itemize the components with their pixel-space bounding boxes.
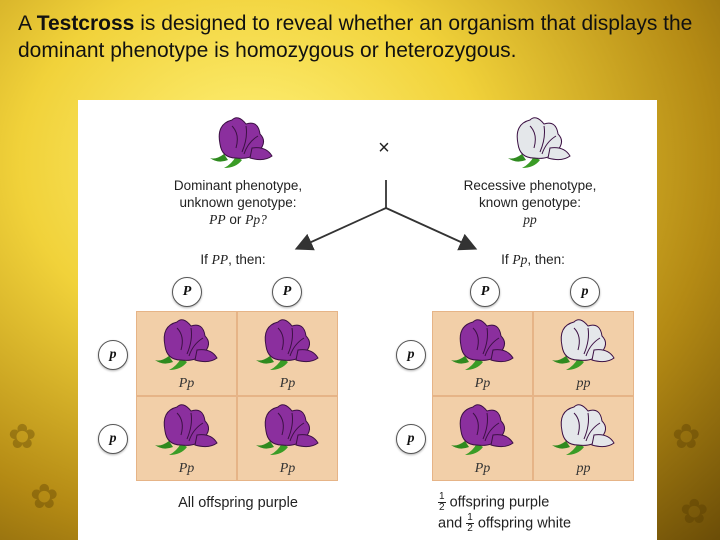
background-flower-icon: ✿	[672, 418, 701, 456]
punnett-cell: pp	[533, 311, 634, 396]
heading-keyword: Testcross	[36, 12, 135, 35]
dominant-parent-label: Dominant phenotype, unknown genotype: PP…	[173, 178, 303, 227]
background-flower-icon: ✿	[680, 493, 709, 531]
punnett-cell: Pp	[136, 311, 237, 396]
purple-flower-icon	[450, 319, 514, 371]
purple-flower-icon	[255, 404, 319, 456]
punnett-cell: Pp	[136, 396, 237, 481]
purple-flower-icon	[450, 404, 514, 456]
punnett-cell: Pp	[432, 396, 533, 481]
right-column-allele: P	[470, 277, 500, 307]
recessive-parent-label: Recessive phenotype, known genotype: pp	[463, 178, 597, 227]
punnett-cell: pp	[533, 396, 634, 481]
punnett-cell: Pp	[237, 396, 338, 481]
purple-flower-icon	[154, 319, 218, 371]
slide-heading: A Testcross is designed to reveal whethe…	[18, 12, 693, 62]
punnett-cell: Pp	[432, 311, 533, 396]
left-result-label: All offspring purple	[178, 495, 298, 511]
left-case-label: If PP, then:	[200, 252, 266, 267]
cross-symbol: ×	[378, 137, 390, 159]
right-row-allele: p	[396, 340, 426, 370]
branch-arrows	[294, 180, 478, 251]
purple-flower-icon	[255, 319, 319, 371]
right-case-label: If Pp, then:	[501, 252, 565, 267]
right-row-allele: p	[396, 424, 426, 454]
right-column-allele: p	[570, 277, 600, 307]
white-flower-icon	[551, 319, 615, 371]
purple-flower-icon	[154, 404, 218, 456]
left-column-allele: P	[172, 277, 202, 307]
background-flower-icon: ✿	[30, 478, 59, 516]
background-flower-icon: ✿	[8, 418, 37, 456]
left-row-allele: p	[98, 340, 128, 370]
left-row-allele: p	[98, 424, 128, 454]
testcross-diagram: × Dominant phenotype, unknown genotype: …	[78, 100, 657, 540]
punnett-cell: Pp	[237, 311, 338, 396]
white-flower-icon	[551, 404, 615, 456]
left-column-allele: P	[272, 277, 302, 307]
